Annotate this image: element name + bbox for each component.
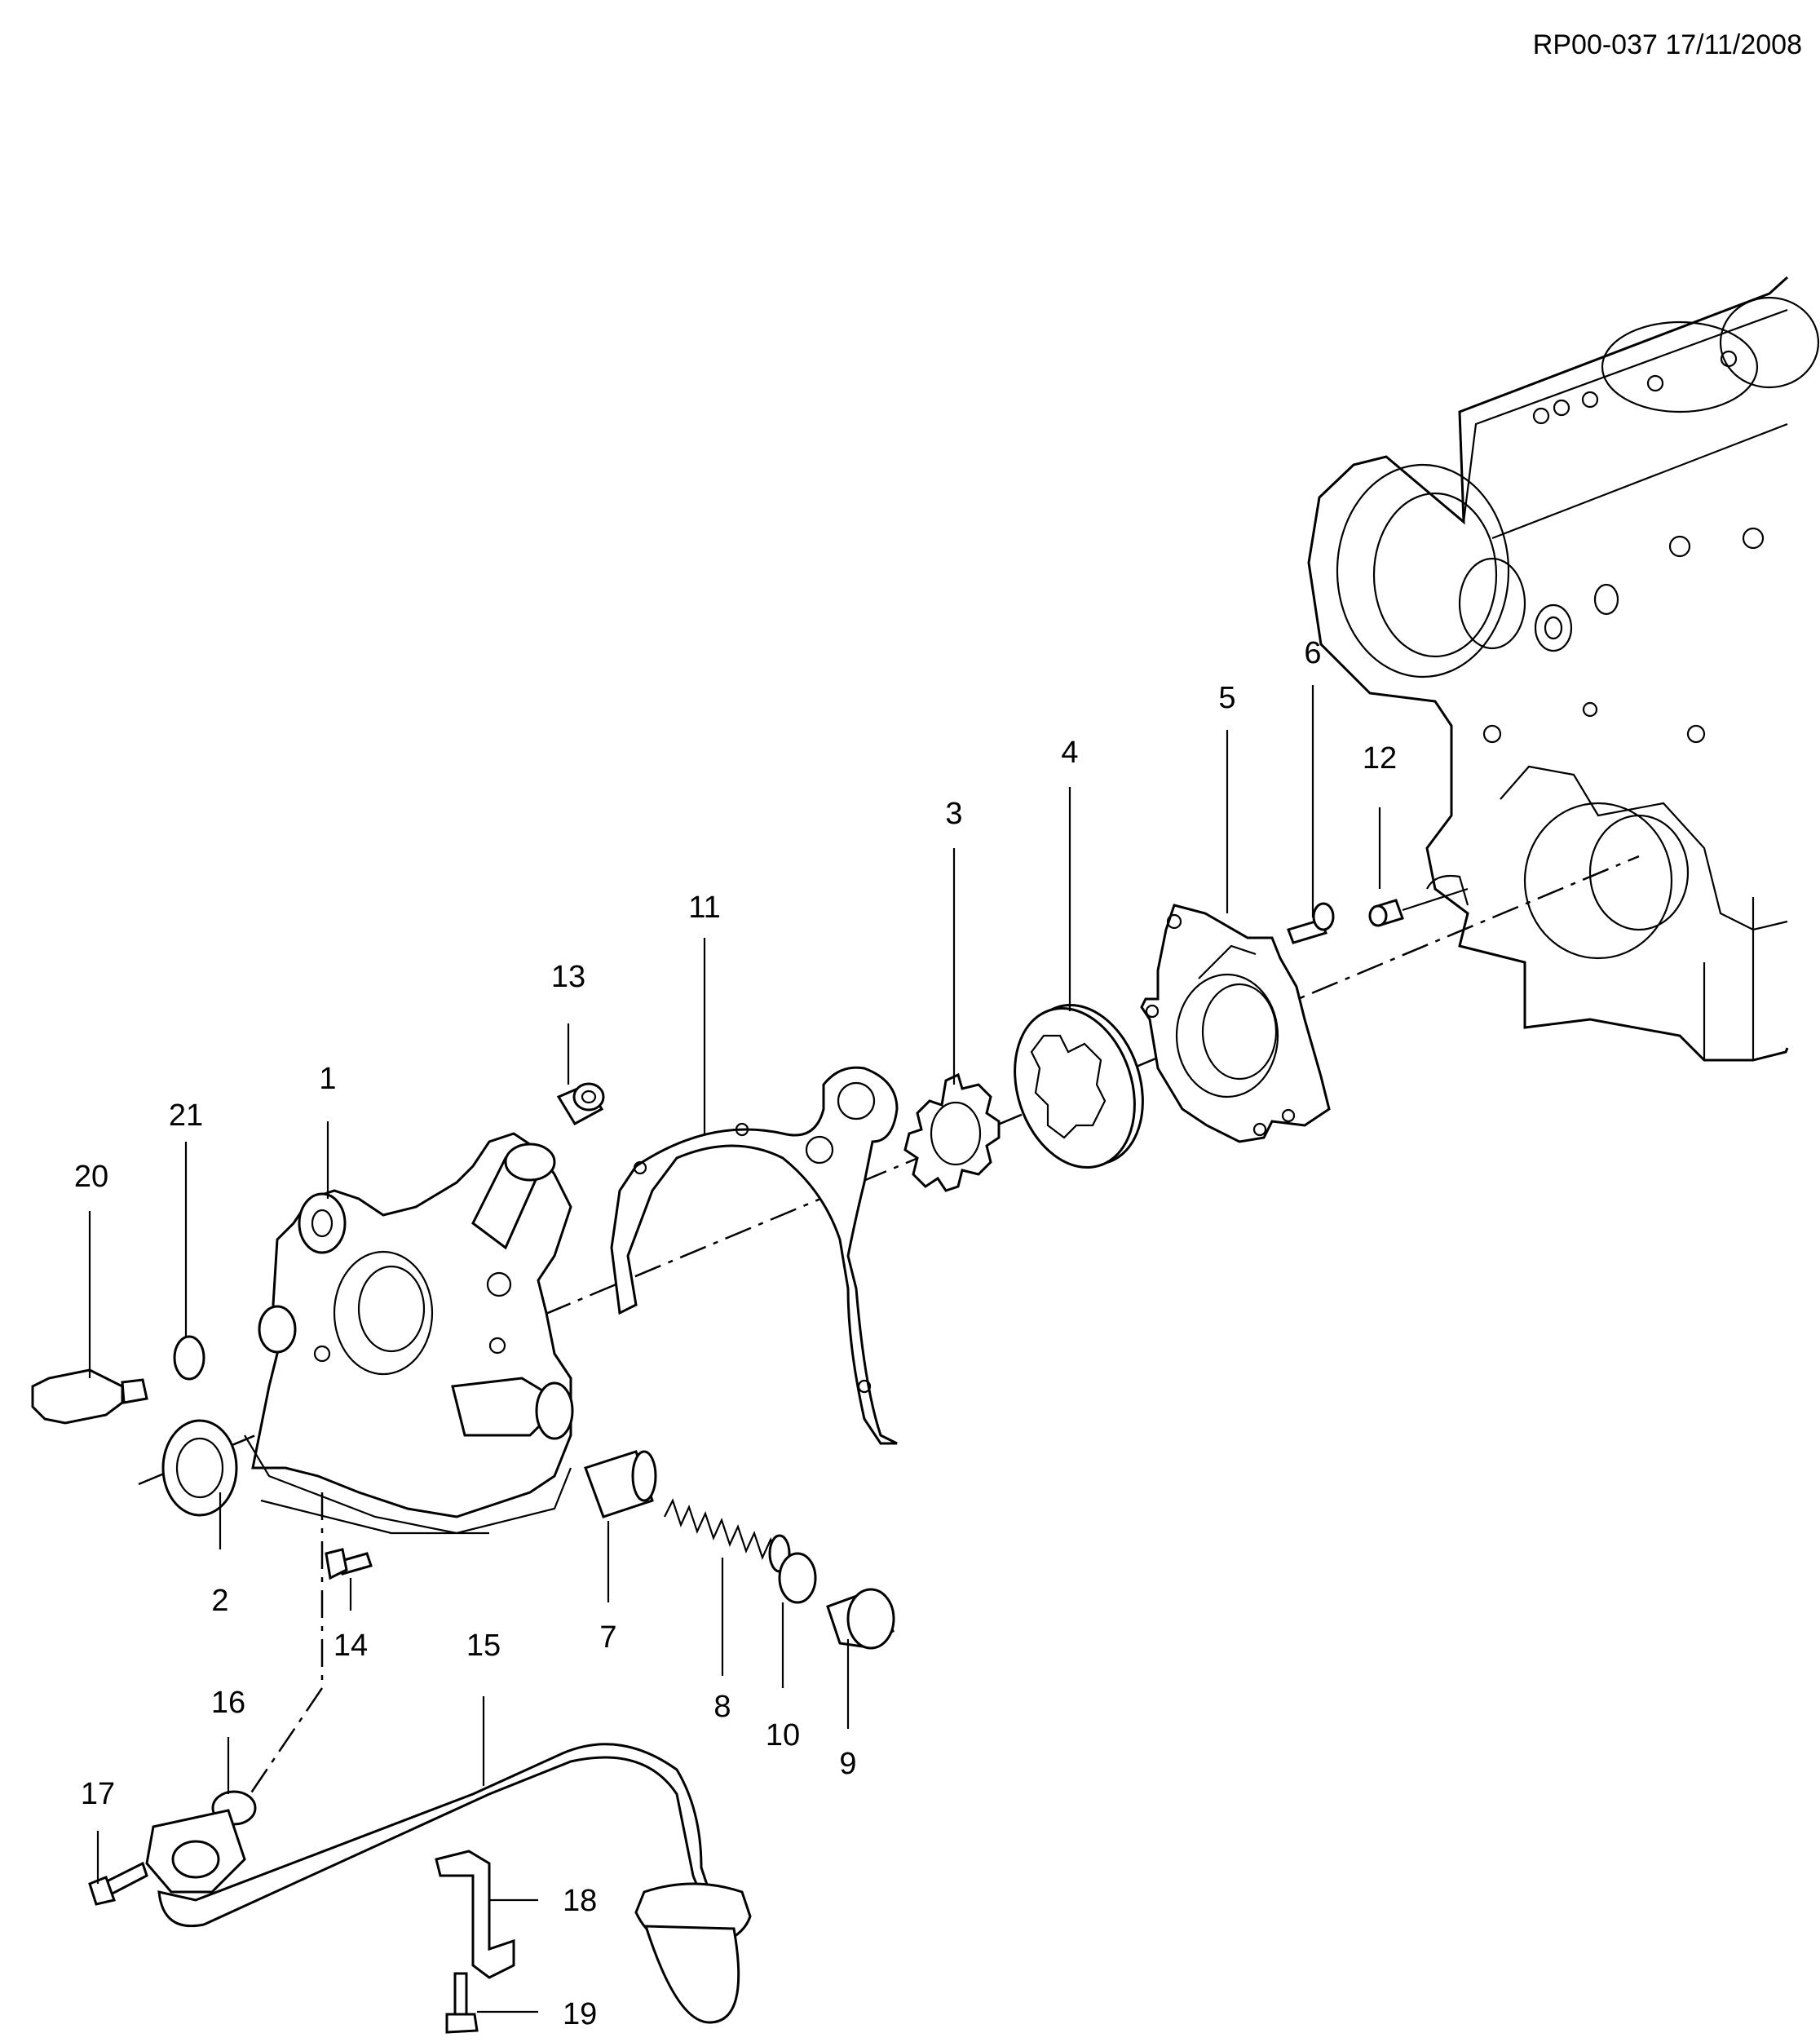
- callout-1: 1: [319, 1062, 336, 1096]
- part-17-bolt: [88, 1861, 148, 1906]
- part-9-plug: [826, 1588, 895, 1650]
- part-1-oil-pump-housing: [244, 1132, 574, 1535]
- part-4-outer-rotor: [1014, 1003, 1144, 1169]
- part-21-washer: [173, 1335, 205, 1381]
- callout-labels: 1 2 3 4 5 6 7 8 9 10 11 12 13 14 15 16 1…: [74, 636, 1397, 2031]
- callout-20: 20: [74, 1160, 108, 1194]
- callout-13: 13: [551, 960, 585, 994]
- callout-3: 3: [945, 797, 962, 831]
- part-18-bracket: [435, 1850, 515, 1979]
- part-10-circlip: [778, 1552, 817, 1604]
- callout-5: 5: [1218, 681, 1235, 715]
- callout-2: 2: [211, 1584, 228, 1618]
- callout-10: 10: [766, 1718, 800, 1752]
- callout-11: 11: [688, 891, 720, 925]
- drawing-reference: RP00-037 17/11/2008: [1532, 29, 1802, 60]
- callout-7: 7: [599, 1620, 616, 1655]
- part-13-cap: [556, 1082, 605, 1126]
- callout-15: 15: [466, 1629, 501, 1663]
- leader-lines: [88, 685, 1381, 2013]
- part-19-bolt: [445, 1972, 479, 2034]
- callout-4: 4: [1061, 736, 1078, 770]
- callout-19: 19: [563, 1997, 597, 2031]
- part-14-bolt: [325, 1548, 373, 1580]
- part-5-pump-cover: [1140, 904, 1331, 1143]
- part-15-pickup-tube: [145, 1743, 752, 2024]
- callout-14: 14: [334, 1629, 368, 1663]
- part-12-plug: [1368, 887, 1469, 927]
- part-8-spring: [664, 1498, 791, 1573]
- callout-17: 17: [81, 1777, 115, 1811]
- callout-6: 6: [1304, 636, 1321, 670]
- callout-18: 18: [563, 1884, 597, 1918]
- part-6-screw: [1287, 902, 1335, 944]
- engine-block: [1307, 276, 1820, 1062]
- callout-16: 16: [211, 1686, 245, 1720]
- pickup-axis-line-2: [235, 1687, 324, 1815]
- part-11-gasket: [610, 1066, 899, 1445]
- part-20-pressure-switch: [31, 1368, 148, 1425]
- callout-12: 12: [1363, 741, 1397, 776]
- part-3-inner-rotor: [903, 1072, 1001, 1192]
- part-2-seal: [161, 1419, 238, 1517]
- callout-9: 9: [839, 1747, 856, 1781]
- callout-21: 21: [169, 1098, 203, 1133]
- part-7-sleeve: [584, 1450, 657, 1518]
- callout-8: 8: [713, 1690, 731, 1724]
